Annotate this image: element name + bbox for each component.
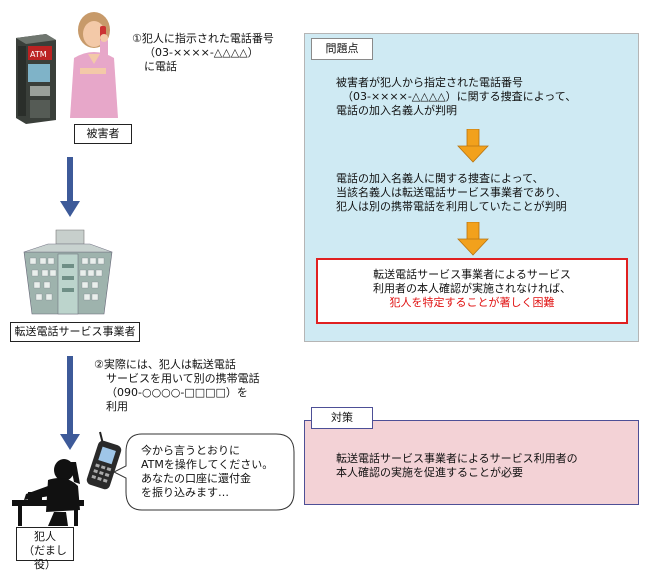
victim-figure-icon	[70, 12, 118, 118]
measure-title: 対策	[311, 407, 373, 429]
measure-text: 転送電話サービス事業者によるサービス利用者の 本人確認の実施を促進することが必要	[336, 452, 578, 480]
problem-step-line: 当該名義人は転送電話サービス事業者であり、	[336, 186, 567, 199]
measure-text-line: 本人確認の実施を促進することが必要	[336, 466, 523, 479]
company-label: 転送電話サービス事業者	[10, 322, 140, 342]
problem-conclusion-box: 転送電話サービス事業者によるサービス 利用者の本人確認が実施されなければ、 犯人…	[316, 258, 628, 324]
svg-text:ATM: ATM	[30, 50, 47, 59]
speech-text: 今から言うとおりに ATMを操作してください。 あなたの口座に還付金 を振り込み…	[141, 444, 273, 500]
problem-title: 問題点	[311, 38, 373, 60]
criminal-actual-note: ②実際には、犯人は転送電話 サービスを用いて別の携帯電話 （090-○○○○-□…	[94, 358, 260, 414]
victim-instruction-line: ①犯人に指示された電話番号	[132, 32, 274, 45]
criminal-label: 犯人 （だまし役）	[16, 527, 74, 571]
victim-instruction-line: （03-××××-△△△△）	[144, 46, 259, 59]
orange-arrow-down-1	[457, 129, 489, 163]
problem-conclusion-highlight: 犯人を特定することが著しく困難	[389, 296, 555, 309]
criminal-actual-line: ②実際には、犯人は転送電話	[94, 358, 236, 371]
victim-label: 被害者	[74, 124, 132, 144]
victim-instruction-line: に電話	[144, 60, 177, 73]
problem-step-line: 電話の加入名義人が判明	[336, 104, 457, 117]
problem-step-line: 電話の加入名義人に関する捜査によって、	[336, 172, 544, 185]
problem-step-line: 被害者が犯人から指定された電話番号	[336, 76, 523, 89]
mobile-phone-icon	[86, 431, 122, 490]
problem-conclusion-line: 利用者の本人確認が実施されなければ、	[373, 282, 571, 295]
speech-line: を振り込みます…	[141, 486, 229, 499]
problem-step-2: 電話の加入名義人に関する捜査によって、 当該名義人は転送電話サービス事業者であり…	[336, 172, 567, 214]
measure-panel	[304, 420, 639, 505]
building-icon	[23, 229, 113, 315]
speech-bubble	[112, 433, 295, 511]
problem-step-line: 犯人は別の携帯電話を利用していたことが判明	[336, 200, 567, 213]
problem-step-1: 被害者が犯人から指定された電話番号 （03-××××-△△△△）に関する捜査によ…	[336, 76, 576, 118]
criminal-actual-line: （090-○○○○-□□□□）を	[106, 386, 248, 399]
orange-arrow-down-2	[457, 222, 489, 256]
criminal-actual-line: サービスを用いて別の携帯電話	[106, 372, 260, 385]
problem-conclusion-line: 転送電話サービス事業者によるサービス	[373, 268, 571, 281]
victim-instruction: ①犯人に指示された電話番号 （03-××××-△△△△） に電話	[132, 32, 274, 74]
criminal-silhouette-icon	[12, 459, 84, 526]
flow-arrow-down-2	[60, 356, 80, 450]
measure-text-line: 転送電話サービス事業者によるサービス利用者の	[336, 452, 578, 465]
speech-line: ATMを操作してください。	[141, 458, 274, 471]
atm-icon: ATM	[16, 34, 56, 124]
flow-arrow-down-1	[60, 157, 80, 217]
speech-line: あなたの口座に還付金	[141, 472, 251, 485]
criminal-label-line: （だまし役）	[23, 544, 67, 571]
criminal-label-line: 犯人	[34, 530, 56, 543]
problem-step-line: （03-××××-△△△△）に関する捜査によって、	[342, 90, 577, 103]
criminal-actual-line: 利用	[106, 400, 128, 413]
speech-line: 今から言うとおりに	[141, 444, 240, 457]
